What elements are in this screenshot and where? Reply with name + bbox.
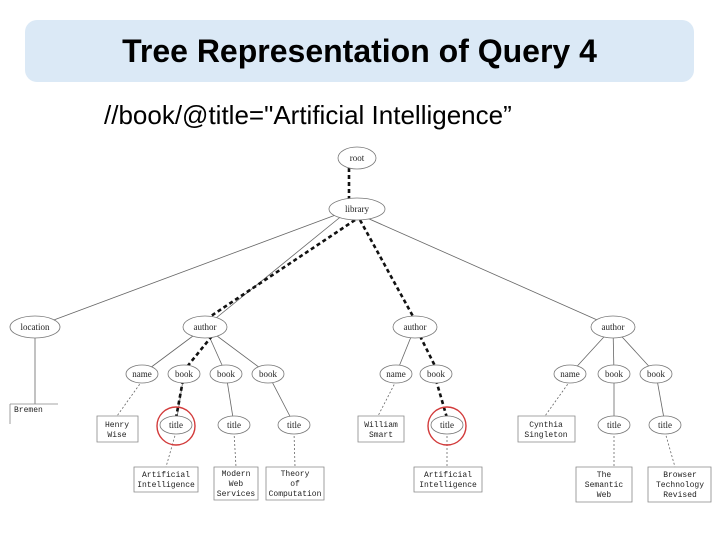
node-author-3-label: author [602, 322, 625, 332]
node-a2-name: name [379, 364, 413, 384]
node-root: root [337, 146, 377, 170]
highlight-circle-1 [156, 406, 196, 446]
value-a1-title2-line1: Modern [222, 470, 251, 479]
node-a3-title-1-label: title [607, 420, 621, 430]
node-a2-title-1: title [430, 415, 464, 435]
node-a3-book-2: book [639, 364, 673, 384]
node-a3-book-2-label: book [647, 369, 666, 379]
node-library: library [328, 197, 386, 221]
node-a1-book-1: book [167, 364, 201, 384]
value-a3-title2-line2: Technology [656, 481, 704, 490]
value-boxes [9, 403, 712, 503]
node-a1-title-1-label: title [169, 420, 183, 430]
value-a3-name-line1: Cynthia [529, 421, 563, 430]
node-a1-title-2-label: title [227, 420, 241, 430]
value-a1-title2-line3: Services [217, 490, 256, 499]
node-a1-book-1-label: book [175, 369, 194, 379]
node-author-2: author [392, 315, 438, 339]
node-a1-name-label: name [132, 369, 152, 379]
node-a2-book-1: book [419, 364, 453, 384]
node-a3-book-1-label: book [605, 369, 624, 379]
node-a1-book-3: book [251, 364, 285, 384]
value-a3-name-line2: Singleton [524, 431, 567, 440]
value-a3-title2-line3: Revised [663, 491, 697, 500]
value-a2-name-line1: William [364, 421, 398, 430]
node-author-1-label: author [194, 322, 217, 332]
value-a1-title2-line2: Web [229, 480, 244, 489]
node-a1-title-3: title [277, 415, 311, 435]
node-a1-name: name [125, 364, 159, 384]
value-a1-title3-line1: Theory [281, 470, 310, 479]
node-a3-title-2-label: title [658, 420, 672, 430]
value-a2-title1-line2: Intelligence [419, 481, 477, 490]
value-edges [116, 380, 676, 468]
value-a3-title1-line3: Web [597, 491, 612, 500]
node-a2-name-label: name [386, 369, 406, 379]
value-a1-name-line1: Henry [105, 421, 129, 430]
tree-nodes: root library location author author auth… [9, 146, 682, 446]
slide-title: Tree Representation of Query 4 [122, 32, 597, 69]
node-a1-book-3-label: book [259, 369, 278, 379]
title-bar: Tree Representation of Query 4 [25, 20, 694, 82]
query-path [174, 168, 449, 419]
value-a1-title3-line2: of [290, 480, 300, 489]
node-a3-book-1: book [597, 364, 631, 384]
node-a1-title-3-label: title [287, 420, 301, 430]
node-a3-title-2: title [648, 415, 682, 435]
node-a1-book-2-label: book [217, 369, 236, 379]
node-a3-name: name [553, 364, 587, 384]
value-a3-title2-line1: Browser [663, 471, 697, 480]
node-location: location [9, 315, 61, 339]
node-author-2-label: author [404, 322, 427, 332]
node-author-1: author [182, 315, 228, 339]
value-a2-title1-line1: Artificial [424, 471, 472, 480]
node-root-label: root [350, 153, 365, 163]
tree-edges [34, 209, 666, 425]
value-a1-name-line2: Wise [107, 431, 126, 440]
node-a2-book-1-label: book [427, 369, 446, 379]
value-location: Bremen [14, 406, 43, 415]
value-a1-title3-line3: Computation [269, 490, 322, 499]
highlight-circle-2 [427, 406, 467, 446]
value-a3-title1-line2: Semantic [585, 481, 624, 490]
value-a1-title1-line2: Intelligence [137, 481, 195, 490]
node-location-label: location [21, 322, 50, 332]
query-text: //book/@title="Artificial Intelligence” [104, 100, 512, 130]
value-a3-title1-line1: The [597, 471, 612, 480]
value-a1-title1-line1: Artificial [142, 471, 190, 480]
value-texts: Bremen Henry Wise Artificial Intelligenc… [14, 406, 704, 500]
node-a3-title-1: title [597, 415, 631, 435]
node-library-label: library [345, 204, 369, 214]
node-a1-title-1: title [159, 415, 193, 435]
node-a2-title-1-label: title [440, 420, 454, 430]
node-a1-book-2: book [209, 364, 243, 384]
node-author-3: author [590, 315, 636, 339]
node-a1-title-2: title [217, 415, 251, 435]
node-a3-name-label: name [560, 369, 580, 379]
value-a2-name-line2: Smart [369, 431, 393, 440]
